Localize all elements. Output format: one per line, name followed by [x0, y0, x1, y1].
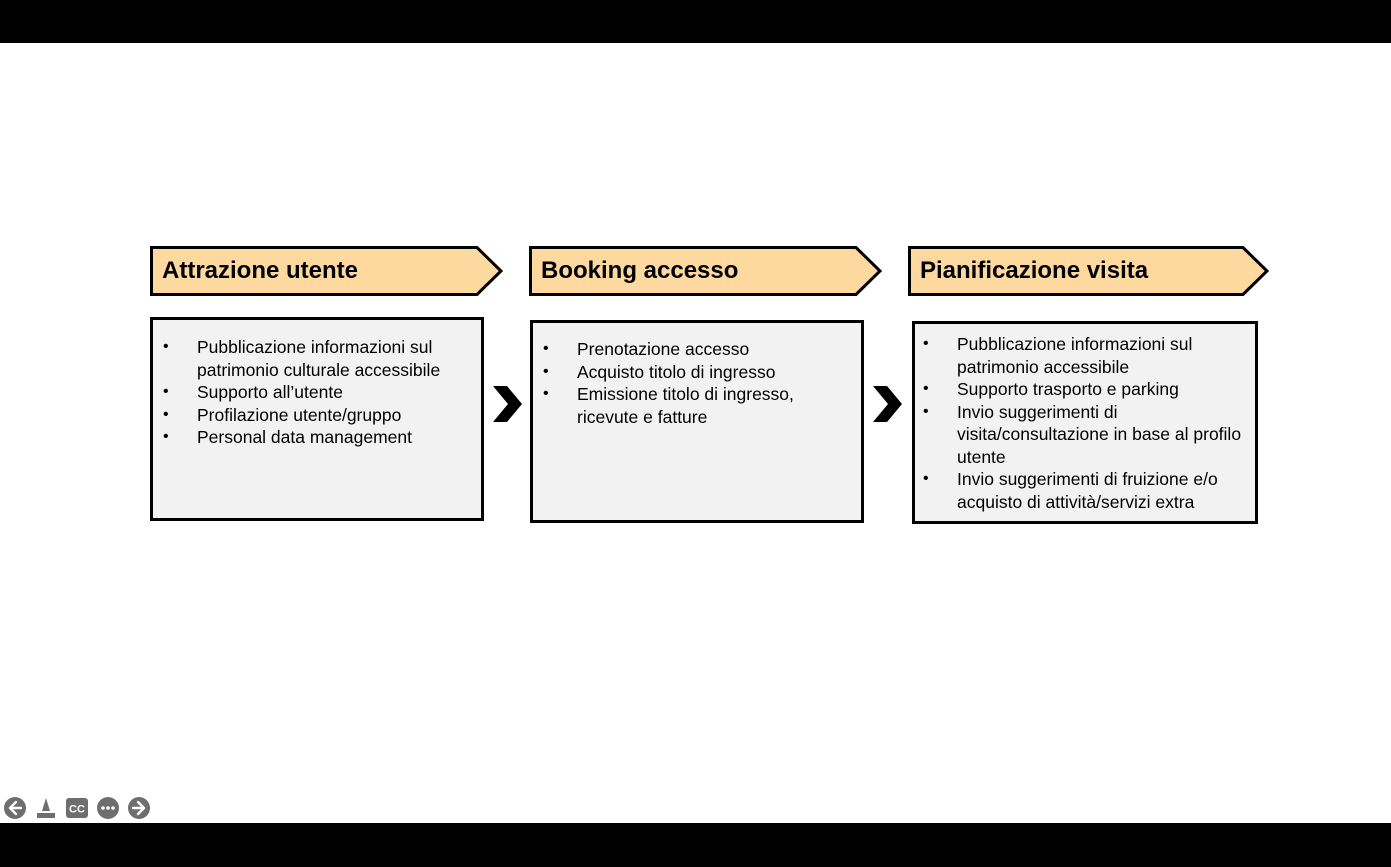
header-arrow-shape: [908, 246, 1270, 296]
step-box-attrazione: Pubblicazione informazioni sul patrimoni…: [150, 317, 484, 521]
bullet-list: Pubblicazione informazioni sul patrimoni…: [163, 336, 471, 449]
slide: Attrazione utente Booking accesso Pianif…: [0, 43, 1391, 823]
list-item: Emissione titolo di ingresso, ricevute e…: [543, 383, 851, 428]
more-icon[interactable]: [96, 796, 120, 820]
process-diagram: Attrazione utente Booking accesso Pianif…: [0, 43, 1391, 823]
step-title: Pianificazione visita: [920, 257, 1149, 284]
step-header-pianificazione: Pianificazione visita: [908, 246, 1270, 296]
list-item: Prenotazione accesso: [543, 338, 851, 361]
list-item: Supporto trasporto e parking: [923, 378, 1245, 401]
step-header-booking: Booking accesso: [529, 246, 883, 296]
step-title: Attrazione utente: [162, 257, 359, 284]
list-item: Pubblicazione informazioni sul patrimoni…: [163, 336, 471, 381]
list-item: Supporto all’utente: [163, 381, 471, 404]
letterbox-bottom: [0, 823, 1391, 867]
svg-text:CC: CC: [69, 804, 85, 816]
header-arrow-shape: [529, 246, 883, 296]
list-item: Pubblicazione informazioni sul patrimoni…: [923, 333, 1245, 378]
bullet-list: Prenotazione accesso Acquisto titolo di …: [543, 338, 851, 428]
chevron-right-icon: [493, 386, 522, 422]
list-item: Invio suggerimenti di visita/consultazio…: [923, 401, 1245, 469]
step-title: Booking accesso: [541, 257, 739, 284]
list-item: Invio suggerimenti di fruizione e/o acqu…: [923, 468, 1245, 513]
step-box-pianificazione: Pubblicazione informazioni sul patrimoni…: [912, 321, 1258, 524]
slide-controls: CC: [3, 796, 163, 820]
step-box-booking: Prenotazione accesso Acquisto titolo di …: [530, 320, 864, 523]
list-item: Profilazione utente/gruppo: [163, 404, 471, 427]
letterbox-top: [0, 0, 1391, 43]
header-arrow-shape: [150, 246, 504, 296]
chevron-right-icon: [873, 386, 902, 422]
pointer-icon[interactable]: [34, 796, 58, 820]
step-header-attrazione: Attrazione utente: [150, 246, 504, 296]
arrow-right-icon[interactable]: [127, 796, 151, 820]
bullet-list: Pubblicazione informazioni sul patrimoni…: [923, 333, 1245, 513]
list-item: Personal data management: [163, 426, 471, 449]
arrow-left-icon[interactable]: [3, 796, 27, 820]
list-item: Acquisto titolo di ingresso: [543, 361, 851, 384]
captions-icon[interactable]: CC: [65, 796, 89, 820]
